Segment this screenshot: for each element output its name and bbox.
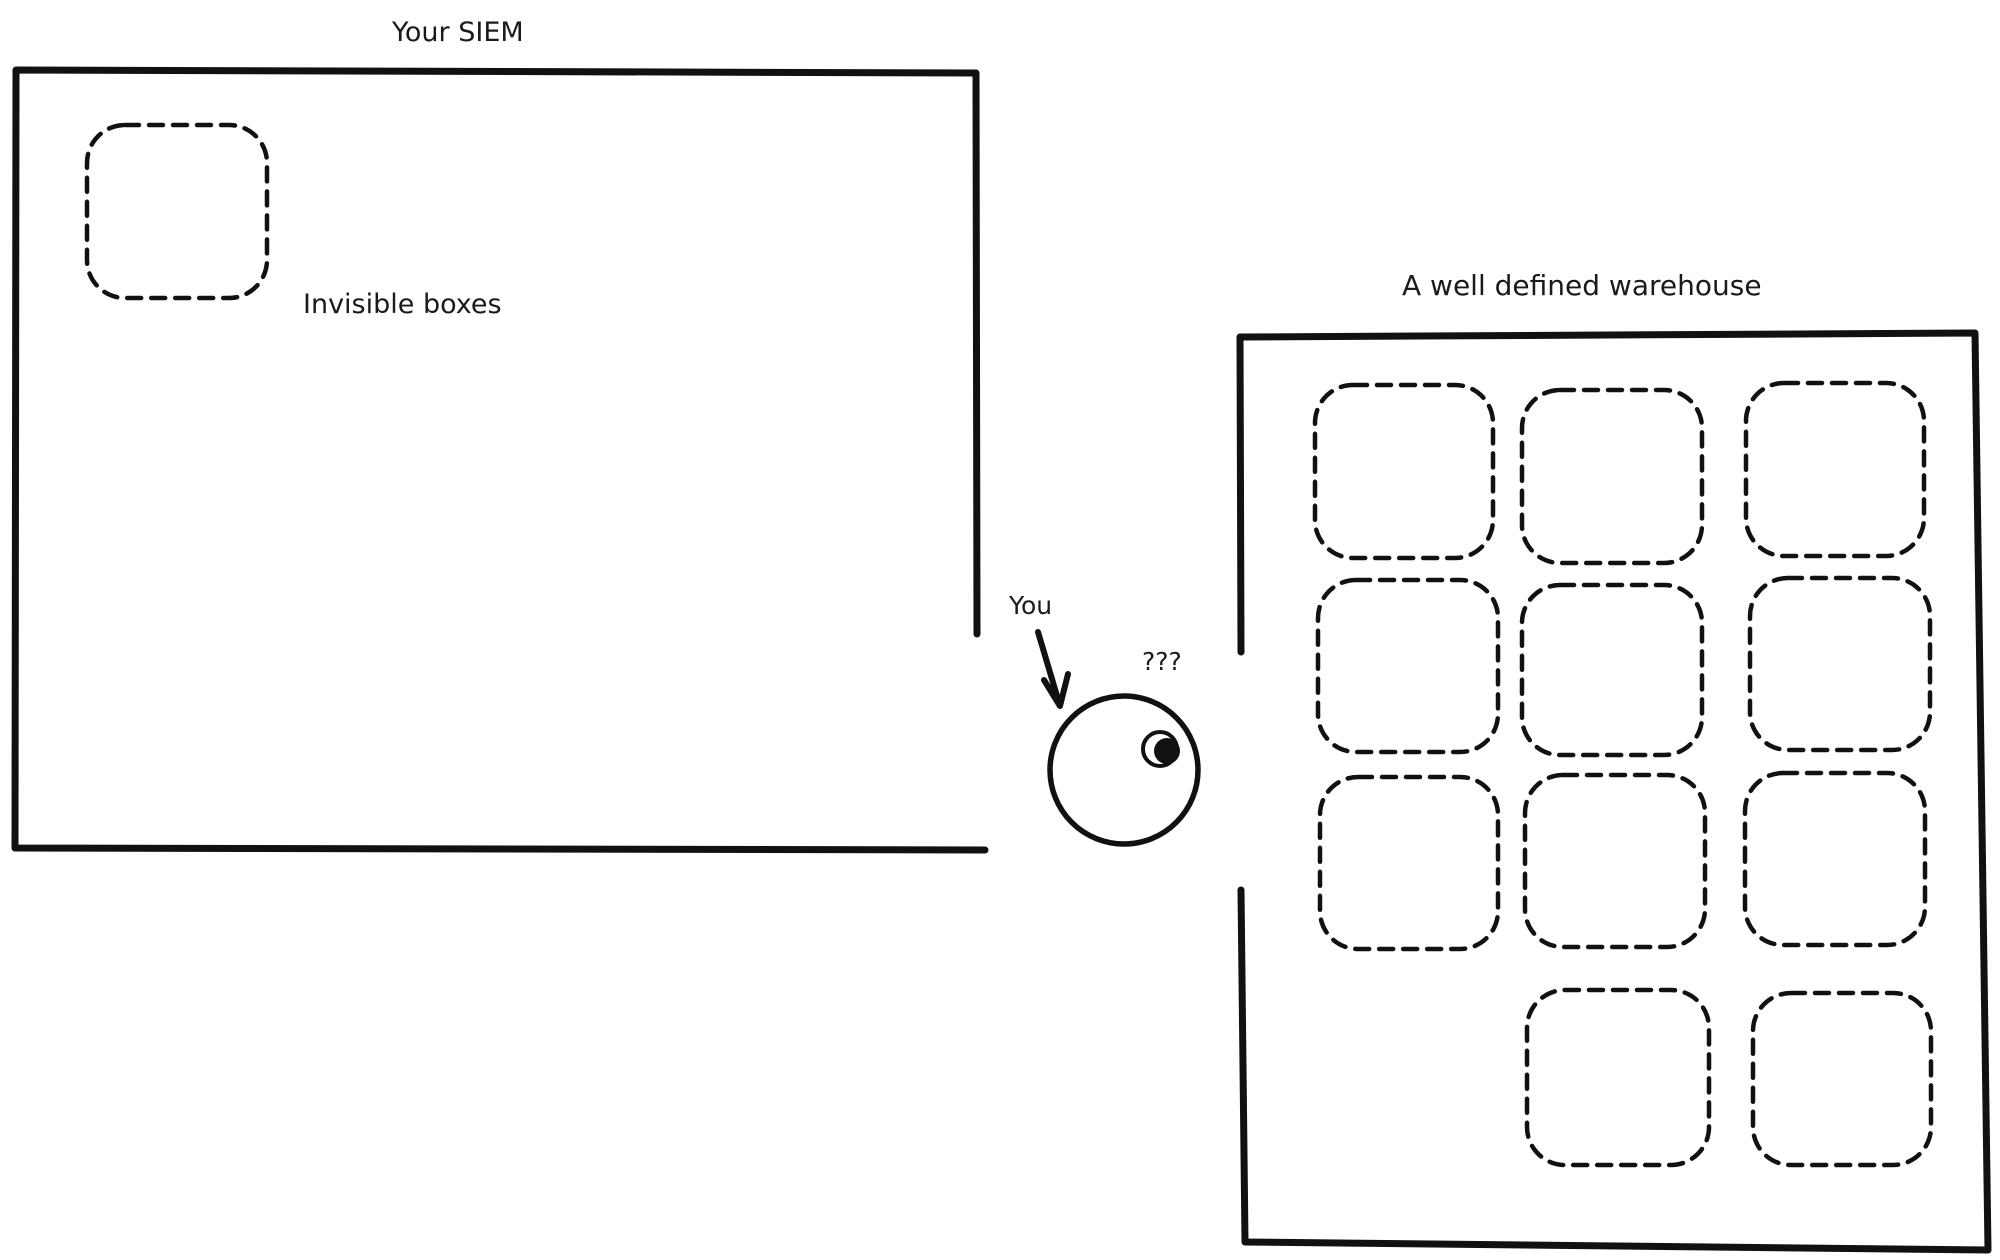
person-eye-pupil xyxy=(1154,738,1180,764)
siem-frame xyxy=(11,66,989,854)
warehouse-frame xyxy=(1236,329,1992,1254)
warehouse-box xyxy=(1747,575,1933,753)
warehouse-container: A well defined warehouse xyxy=(1236,269,1992,1254)
warehouse-box xyxy=(1312,382,1496,561)
person: You ??? xyxy=(1008,591,1201,847)
warehouse-box xyxy=(1317,774,1501,952)
person-arrow xyxy=(1035,629,1071,709)
warehouse-box xyxy=(1750,990,1934,1168)
warehouse-box xyxy=(1519,387,1705,566)
siem-container: Your SIEM Invisible boxes xyxy=(11,17,989,854)
siem-invisible-box xyxy=(84,122,270,301)
warehouse-box xyxy=(1522,772,1708,950)
warehouse-boxes xyxy=(1312,380,1934,1168)
siem-title: Your SIEM xyxy=(391,17,524,48)
warehouse-box xyxy=(1742,770,1928,948)
warehouse-box xyxy=(1519,582,1705,758)
warehouse-title: A well defined warehouse xyxy=(1402,269,1762,302)
person-label: You xyxy=(1008,591,1052,620)
warehouse-box xyxy=(1743,380,1927,559)
person-thought: ??? xyxy=(1142,647,1182,676)
siem-box-label: Invisible boxes xyxy=(303,289,502,320)
warehouse-box xyxy=(1315,577,1501,755)
person-head xyxy=(1047,693,1201,847)
warehouse-box xyxy=(1524,987,1712,1168)
